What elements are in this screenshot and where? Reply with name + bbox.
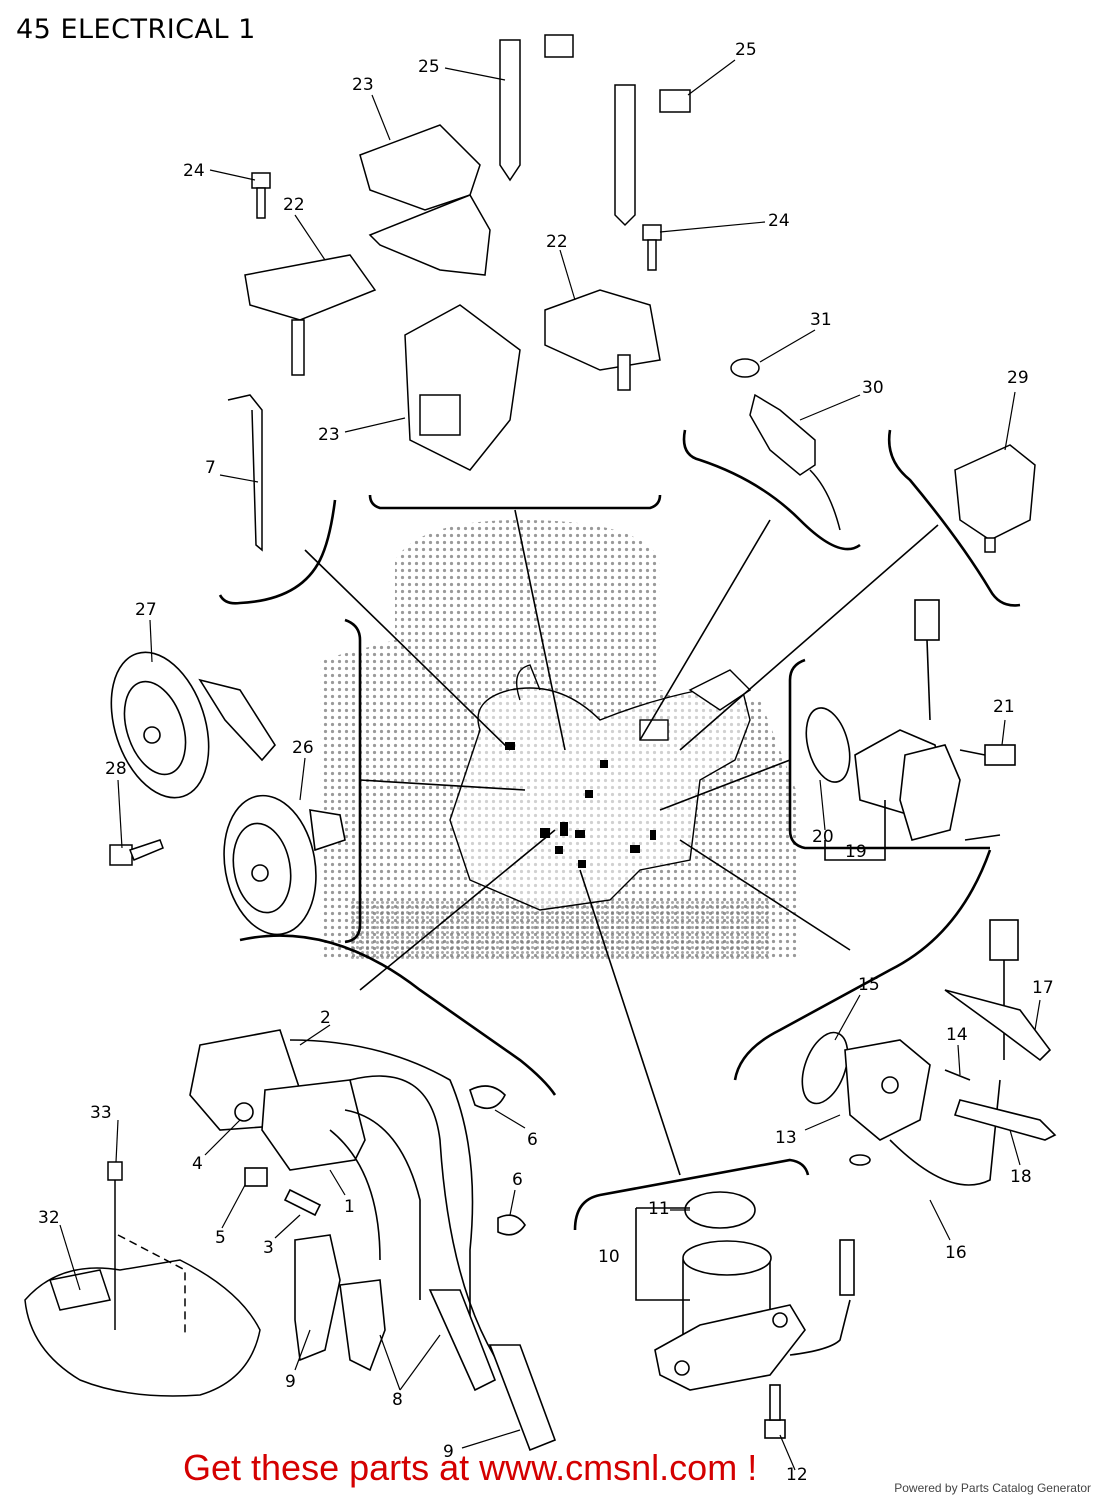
callout-18: 18 [1010, 1167, 1032, 1187]
callout-17: 17 [1032, 978, 1054, 998]
callout-4: 4 [192, 1154, 203, 1174]
callout-5: 5 [215, 1228, 226, 1248]
callout-22: 22 [283, 195, 305, 215]
sensor-22 [244, 254, 661, 391]
callout-30: 30 [862, 378, 884, 398]
callout-19: 19 [845, 842, 867, 862]
callout-33: 33 [90, 1103, 112, 1123]
callout-21: 21 [993, 697, 1015, 717]
callout-16: 16 [945, 1243, 967, 1263]
callout-8: 8 [392, 1390, 403, 1410]
cable-tie-7 [227, 394, 263, 552]
callout-3: 3 [263, 1238, 274, 1258]
callout-7: 7 [205, 458, 216, 478]
leader-lines [304, 509, 939, 1176]
pickup-13 [801, 919, 1057, 1186]
page-title: 45 ELECTRICAL 1 [16, 14, 256, 45]
callout-14: 14 [946, 1025, 968, 1045]
callout-20: 20 [812, 827, 834, 847]
callout-27: 27 [135, 600, 157, 620]
relay-29 [954, 444, 1036, 553]
callout-13: 13 [775, 1128, 797, 1148]
callout-31: 31 [810, 310, 832, 330]
bolts-24 [251, 172, 662, 271]
callout-labels: 25 25 23 23 24 24 22 22 31 30 29 7 27 26… [38, 40, 1054, 1485]
callout-28: 28 [105, 759, 127, 779]
motor-10 [635, 1191, 855, 1439]
callout-24: 24 [768, 211, 790, 231]
callout-24: 24 [183, 161, 205, 181]
bolt-28 [109, 839, 164, 866]
callout-12: 12 [786, 1465, 808, 1485]
cable-ties-25 [499, 34, 691, 227]
callout-10: 10 [598, 1247, 620, 1267]
callout-1: 1 [344, 1197, 355, 1217]
callout-22: 22 [546, 232, 568, 252]
callout-2: 2 [320, 1008, 331, 1028]
promo-link[interactable]: Get these parts at www.cmsnl.com ! [183, 1447, 758, 1488]
callout-6: 6 [512, 1170, 523, 1190]
switch-30 [730, 358, 841, 531]
horn-27 [110, 651, 276, 799]
callout-32: 32 [38, 1208, 60, 1228]
callout-23: 23 [352, 75, 374, 95]
sensor-assembly-19 [805, 599, 1016, 861]
callout-15: 15 [858, 975, 880, 995]
callout-11: 11 [648, 1199, 670, 1219]
callout-23: 23 [318, 425, 340, 445]
powered-by-footer: Powered by Parts Catalog Generator [894, 1481, 1091, 1495]
callout-26: 26 [292, 738, 314, 758]
group-brackets [218, 429, 1021, 1231]
bracket-23 [359, 124, 521, 471]
callout-6: 6 [527, 1130, 538, 1150]
ignition-coils [189, 1029, 557, 1452]
callout-9: 9 [443, 1442, 454, 1462]
horn-26 [223, 794, 346, 936]
callout-25: 25 [418, 57, 440, 77]
callout-25: 25 [735, 40, 757, 60]
callout-9: 9 [285, 1372, 296, 1392]
callout-29: 29 [1007, 368, 1029, 388]
cover-32 [24, 1161, 261, 1397]
engine-block [449, 664, 752, 911]
callout-leaders [59, 59, 1041, 1471]
